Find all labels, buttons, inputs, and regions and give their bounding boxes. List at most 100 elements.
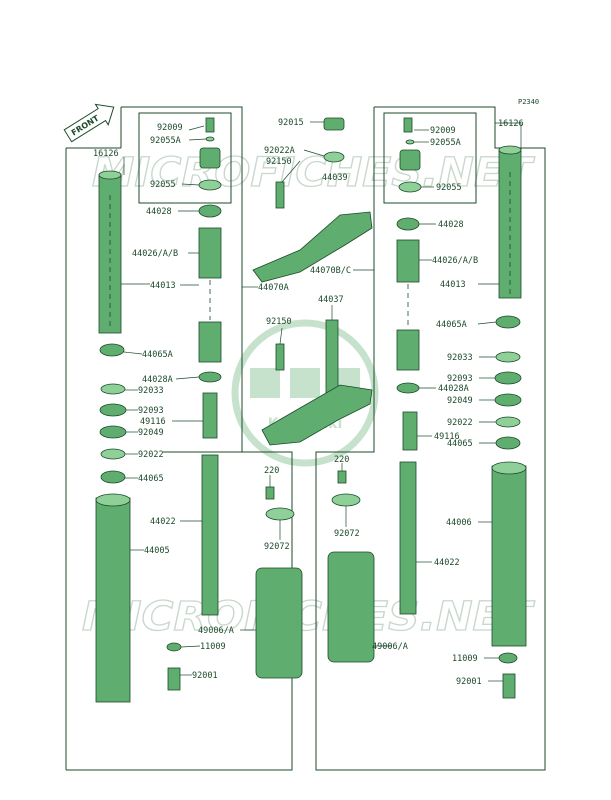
label-92022-right: 92022 [447, 418, 473, 428]
front-arrow-icon: FRONT [63, 103, 115, 143]
label-44028-right: 44028 [438, 220, 464, 230]
label-92009-left: 92009 [157, 123, 183, 133]
seal-92049-right [494, 393, 522, 407]
label-44022-left: 44022 [150, 517, 176, 527]
right-fork-frame [315, 106, 546, 771]
label-92022-left: 92022 [138, 450, 164, 460]
nut-92015 [323, 117, 345, 131]
label-44070A: 44070A [258, 283, 289, 293]
washer-11009-right [498, 652, 518, 664]
washer-44028A-right [396, 382, 420, 394]
label-220-right: 220 [334, 455, 349, 465]
label-44070BC: 44070B/C [310, 266, 351, 276]
rod-44022-right [399, 461, 417, 615]
label-49006-left: 49006/A [198, 626, 234, 636]
label-92093-right: 92093 [447, 374, 473, 384]
label-92049-right: 92049 [447, 396, 473, 406]
label-44065-left: 44065 [138, 474, 164, 484]
damper-49116-right [402, 411, 418, 451]
washer-92022A [323, 151, 345, 163]
bushing-44065-left [100, 470, 126, 484]
damper-49116-left [202, 392, 218, 439]
label-92072-right: 92072 [334, 529, 360, 539]
watermark-bottom: MICROFICHES.NET [82, 594, 535, 640]
label-220-left: 220 [264, 466, 279, 476]
label-92022A: 92022A [264, 146, 295, 156]
cap-right [399, 149, 421, 171]
label-44006: 44006 [446, 518, 472, 528]
label-92001-left: 92001 [192, 671, 218, 681]
washer-92022-left [100, 448, 126, 460]
label-92015: 92015 [278, 118, 304, 128]
bolt-92009-right [403, 117, 413, 133]
label-92055A-left: 92055A [150, 136, 181, 146]
label-44028-left: 44028 [146, 207, 172, 217]
label-92009-right: 92009 [430, 126, 456, 136]
label-16126-left: 16126 [93, 149, 119, 159]
inner-tube-left [98, 170, 122, 334]
label-92072-left: 92072 [264, 542, 290, 552]
label-44022-right: 44022 [434, 558, 460, 568]
inner-tube-right [498, 145, 522, 299]
bolt-92150-upper [275, 181, 285, 209]
label-92055-left: 92055 [150, 180, 176, 190]
label-44065A-left: 44065A [142, 350, 173, 360]
oring-92055A-left [205, 136, 215, 142]
outer-tube-44005 [95, 493, 131, 703]
bolt-92001-left [167, 667, 181, 691]
label-92055-right: 92055 [436, 183, 462, 193]
bushing-44065-right [495, 436, 521, 450]
oring-92055-right [398, 181, 422, 193]
label-44013-right: 44013 [440, 280, 466, 290]
diagram-code: P2340 [518, 98, 539, 106]
label-11009-right: 11009 [452, 654, 478, 664]
washer-11009-left [166, 642, 182, 652]
boot-49006-right [327, 551, 375, 663]
seal-92049-left [99, 425, 127, 439]
label-44039: 44039 [322, 173, 348, 183]
stem-44037 [261, 319, 373, 446]
washer-92022-right [495, 416, 521, 428]
clamp-92072-left [265, 507, 295, 521]
label-44065-right: 44065 [447, 439, 473, 449]
label-92150-lower: 92150 [266, 317, 292, 327]
bolt-92009-left [205, 117, 215, 133]
label-92049-left: 92049 [138, 428, 164, 438]
bushing-44065A-left [99, 343, 125, 357]
seal-92093-right [494, 371, 522, 385]
spacer-44028-right [396, 217, 420, 231]
spring-44026-left [198, 227, 222, 363]
label-44005: 44005 [144, 546, 170, 556]
clip-92033-right [495, 351, 521, 363]
label-44026-right: 44026/A/B [432, 256, 478, 266]
washer-44028A-left [198, 371, 222, 383]
oring-92055-left [198, 179, 222, 191]
label-92055A-right: 92055A [430, 138, 461, 148]
spring-44026-right [396, 239, 420, 371]
bolt-92150-lower [275, 343, 285, 371]
seal-92093-left [99, 403, 127, 417]
label-44028A-right: 44028A [438, 384, 469, 394]
upper-triple-clamp-44039 [252, 211, 373, 283]
label-92001-right: 92001 [456, 677, 482, 687]
spacer-44028-left [198, 204, 222, 218]
label-49006-right: 49006/A [372, 642, 408, 652]
leader-lines [121, 121, 522, 682]
label-16126-right: 16126 [498, 119, 524, 129]
rod-44022-left [201, 454, 219, 616]
clip-92033-left [100, 383, 126, 395]
label-92033-right: 92033 [447, 353, 473, 363]
label-44013-left: 44013 [150, 281, 176, 291]
label-49116-left: 49116 [140, 417, 166, 427]
bolt-92001-right [502, 673, 516, 699]
screw-220-left [265, 486, 275, 500]
label-11009-left: 11009 [200, 642, 226, 652]
label-44026-left: 44026/A/B [132, 249, 178, 259]
screw-220-right [337, 470, 347, 484]
boot-49006-left [255, 567, 303, 679]
part-labels: 16126 92009 92055A 92055 44028 44026/A/B… [93, 118, 524, 687]
cap-left [199, 147, 221, 169]
label-49116-right: 49116 [434, 432, 460, 442]
